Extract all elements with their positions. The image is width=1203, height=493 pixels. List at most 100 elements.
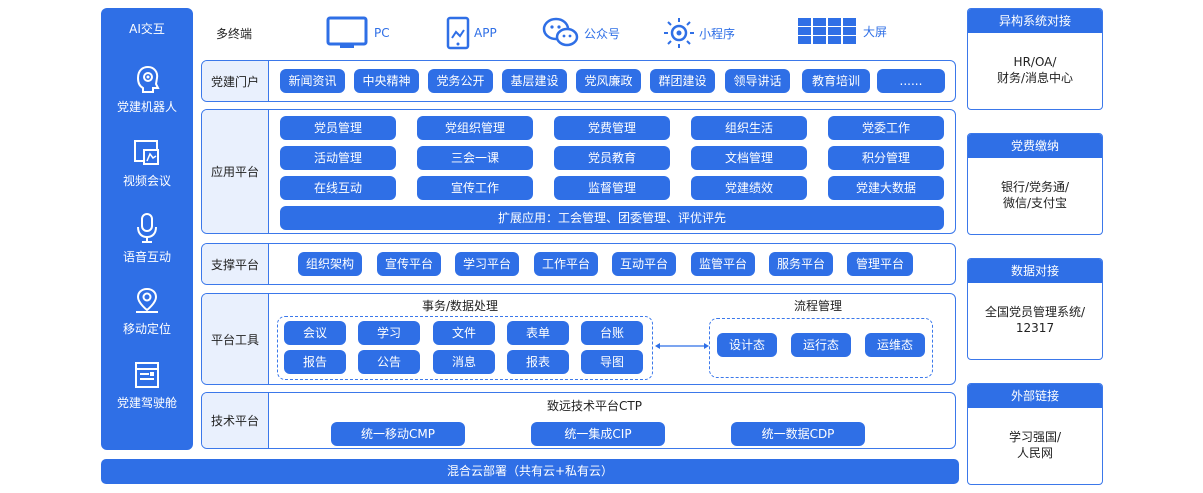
card-title: 数据对接 xyxy=(968,259,1102,283)
app-item[interactable]: 党员教育 xyxy=(554,146,670,170)
affairs-item[interactable]: 消息 xyxy=(433,350,495,374)
app-platform-label: 应用平台 xyxy=(202,110,269,233)
app-item[interactable]: 积分管理 xyxy=(828,146,944,170)
tech-platform-row: 技术平台 致远技术平台CTP 统一移动CMP 统一集成CIP 统一数据CDP xyxy=(201,392,956,449)
tech-platform-label: 技术平台 xyxy=(202,393,269,448)
sidebar-item-label: 视频会议 xyxy=(122,174,171,188)
tablet-icon xyxy=(446,16,470,50)
sidebar-item-video[interactable]: 视频会议 xyxy=(101,138,193,189)
app-item[interactable]: 组织生活 xyxy=(691,116,807,140)
microphone-icon xyxy=(137,213,157,243)
portal-item-more[interactable]: ...... xyxy=(877,69,945,93)
terminal-mini-program[interactable]: 小程序 xyxy=(661,16,735,50)
app-item[interactable]: 党委工作 xyxy=(828,116,944,140)
tech-item[interactable]: 统一移动CMP xyxy=(331,422,465,446)
app-extension-bar[interactable]: 扩展应用：工会管理、团委管理、评优评先 xyxy=(280,206,944,230)
portal-item[interactable]: 基层建设 xyxy=(502,69,567,93)
app-item[interactable]: 在线互动 xyxy=(280,176,396,200)
app-item[interactable]: 党建大数据 xyxy=(828,176,944,200)
bidirectional-arrow-icon xyxy=(655,343,709,349)
sidebar-item-location[interactable]: 移动定位 xyxy=(101,286,193,337)
affairs-item[interactable]: 会议 xyxy=(284,321,346,345)
platform-tools-label: 平台工具 xyxy=(202,294,269,384)
mini-program-icon xyxy=(664,18,694,48)
app-item[interactable]: 宣传工作 xyxy=(417,176,533,200)
robot-head-icon xyxy=(136,65,160,93)
monitor-icon xyxy=(326,16,368,48)
card-line: 学习强国/ xyxy=(1008,430,1062,444)
affairs-item[interactable]: 公告 xyxy=(358,350,420,374)
terminal-pc[interactable]: PC xyxy=(326,16,390,50)
sidebar-item-label: 移动定位 xyxy=(122,322,171,336)
affairs-item[interactable]: 表单 xyxy=(507,321,569,345)
app-item[interactable]: 文档管理 xyxy=(691,146,807,170)
affairs-item[interactable]: 台账 xyxy=(581,321,643,345)
support-item[interactable]: 组织架构 xyxy=(298,252,362,276)
sidebar-item-dashboard[interactable]: 党建驾驶舱 xyxy=(101,360,193,411)
portal-item[interactable]: 新闻资讯 xyxy=(280,69,345,93)
app-item[interactable]: 三会一课 xyxy=(417,146,533,170)
affairs-item[interactable]: 学习 xyxy=(358,321,420,345)
portal-item[interactable]: 教育培训 xyxy=(802,69,870,93)
support-item[interactable]: 管理平台 xyxy=(847,252,913,276)
tech-item[interactable]: 统一数据CDP xyxy=(731,422,865,446)
sidebar-item-robot[interactable]: 党建机器人 xyxy=(101,64,193,115)
card-title: 外部链接 xyxy=(968,384,1102,408)
card-line: 财务/消息中心 xyxy=(996,71,1074,85)
sidebar-header: AI交互 xyxy=(129,22,165,36)
terminal-label: APP xyxy=(474,26,497,40)
support-item[interactable]: 学习平台 xyxy=(455,252,519,276)
card-line: 微信/支付宝 xyxy=(1002,196,1068,210)
support-item[interactable]: 工作平台 xyxy=(534,252,598,276)
hybrid-cloud-bar: 混合云部署（共有云+私有云） xyxy=(101,459,959,484)
card-title: 异构系统对接 xyxy=(968,9,1102,33)
portal-row: 党建门户 新闻资讯 中央精神 党务公开 基层建设 党风廉政 群团建设 领导讲话 … xyxy=(201,60,956,102)
terminal-label: PC xyxy=(374,26,390,40)
app-item[interactable]: 党组织管理 xyxy=(417,116,533,140)
process-title: 流程管理 xyxy=(794,299,843,313)
card-line: 全国党员管理系统/ xyxy=(984,305,1086,319)
support-item[interactable]: 互动平台 xyxy=(612,252,676,276)
card-title: 党费缴纳 xyxy=(968,134,1102,158)
app-item[interactable]: 党建绩效 xyxy=(691,176,807,200)
card-line: 12317 xyxy=(1015,321,1055,335)
portal-item[interactable]: 党风廉政 xyxy=(576,69,641,93)
card-party-fee: 党费缴纳 银行/党务通/ 微信/支付宝 xyxy=(967,133,1103,235)
app-item[interactable]: 监督管理 xyxy=(554,176,670,200)
affairs-item[interactable]: 文件 xyxy=(433,321,495,345)
card-line: 人民网 xyxy=(1016,446,1053,460)
affairs-title: 事务/数据处理 xyxy=(422,299,499,313)
affairs-item[interactable]: 报告 xyxy=(284,350,346,374)
affairs-item[interactable]: 导图 xyxy=(581,350,643,374)
support-item[interactable]: 监管平台 xyxy=(691,252,755,276)
app-item[interactable]: 活动管理 xyxy=(280,146,396,170)
terminal-label: 公众号 xyxy=(584,26,621,41)
ai-interaction-sidebar: AI交互 党建机器人 视频会议 语音互动 移动定位 xyxy=(101,8,193,450)
terminals-label: 多终端 xyxy=(216,27,253,41)
support-item[interactable]: 服务平台 xyxy=(769,252,833,276)
terminal-big-screen[interactable]: 大屏 xyxy=(797,16,887,46)
support-platform-row: 支撑平台 组织架构 宣传平台 学习平台 工作平台 互动平台 监管平台 服务平台 … xyxy=(201,243,956,285)
sidebar-item-label: 党建机器人 xyxy=(116,100,177,114)
platform-tools-row: 平台工具 事务/数据处理 会议 学习 文件 表单 台账 报告 公告 消息 报表 … xyxy=(201,293,956,385)
portal-item[interactable]: 领导讲话 xyxy=(725,69,790,93)
app-item[interactable]: 党费管理 xyxy=(554,116,670,140)
sidebar-item-voice[interactable]: 语音互动 xyxy=(101,212,193,265)
process-item[interactable]: 运行态 xyxy=(791,333,851,357)
affairs-item[interactable]: 报表 xyxy=(507,350,569,374)
process-item[interactable]: 设计态 xyxy=(717,333,777,357)
sidebar-item-label: 语音互动 xyxy=(122,250,171,264)
process-item[interactable]: 运维态 xyxy=(865,333,925,357)
terminal-official-account[interactable]: 公众号 xyxy=(542,16,620,50)
support-item[interactable]: 宣传平台 xyxy=(377,252,441,276)
affairs-group: 会议 学习 文件 表单 台账 报告 公告 消息 报表 导图 xyxy=(277,316,653,380)
terminal-app[interactable]: APP xyxy=(446,16,497,50)
wechat-icon xyxy=(542,17,579,47)
portal-item[interactable]: 党务公开 xyxy=(428,69,493,93)
portal-item[interactable]: 群团建设 xyxy=(650,69,715,93)
tech-item[interactable]: 统一集成CIP xyxy=(531,422,665,446)
card-heterogeneous-systems: 异构系统对接 HR/OA/ 财务/消息中心 xyxy=(967,8,1103,110)
app-item[interactable]: 党员管理 xyxy=(280,116,396,140)
portal-item[interactable]: 中央精神 xyxy=(354,69,419,93)
card-data-integration: 数据对接 全国党员管理系统/ 12317 xyxy=(967,258,1103,360)
